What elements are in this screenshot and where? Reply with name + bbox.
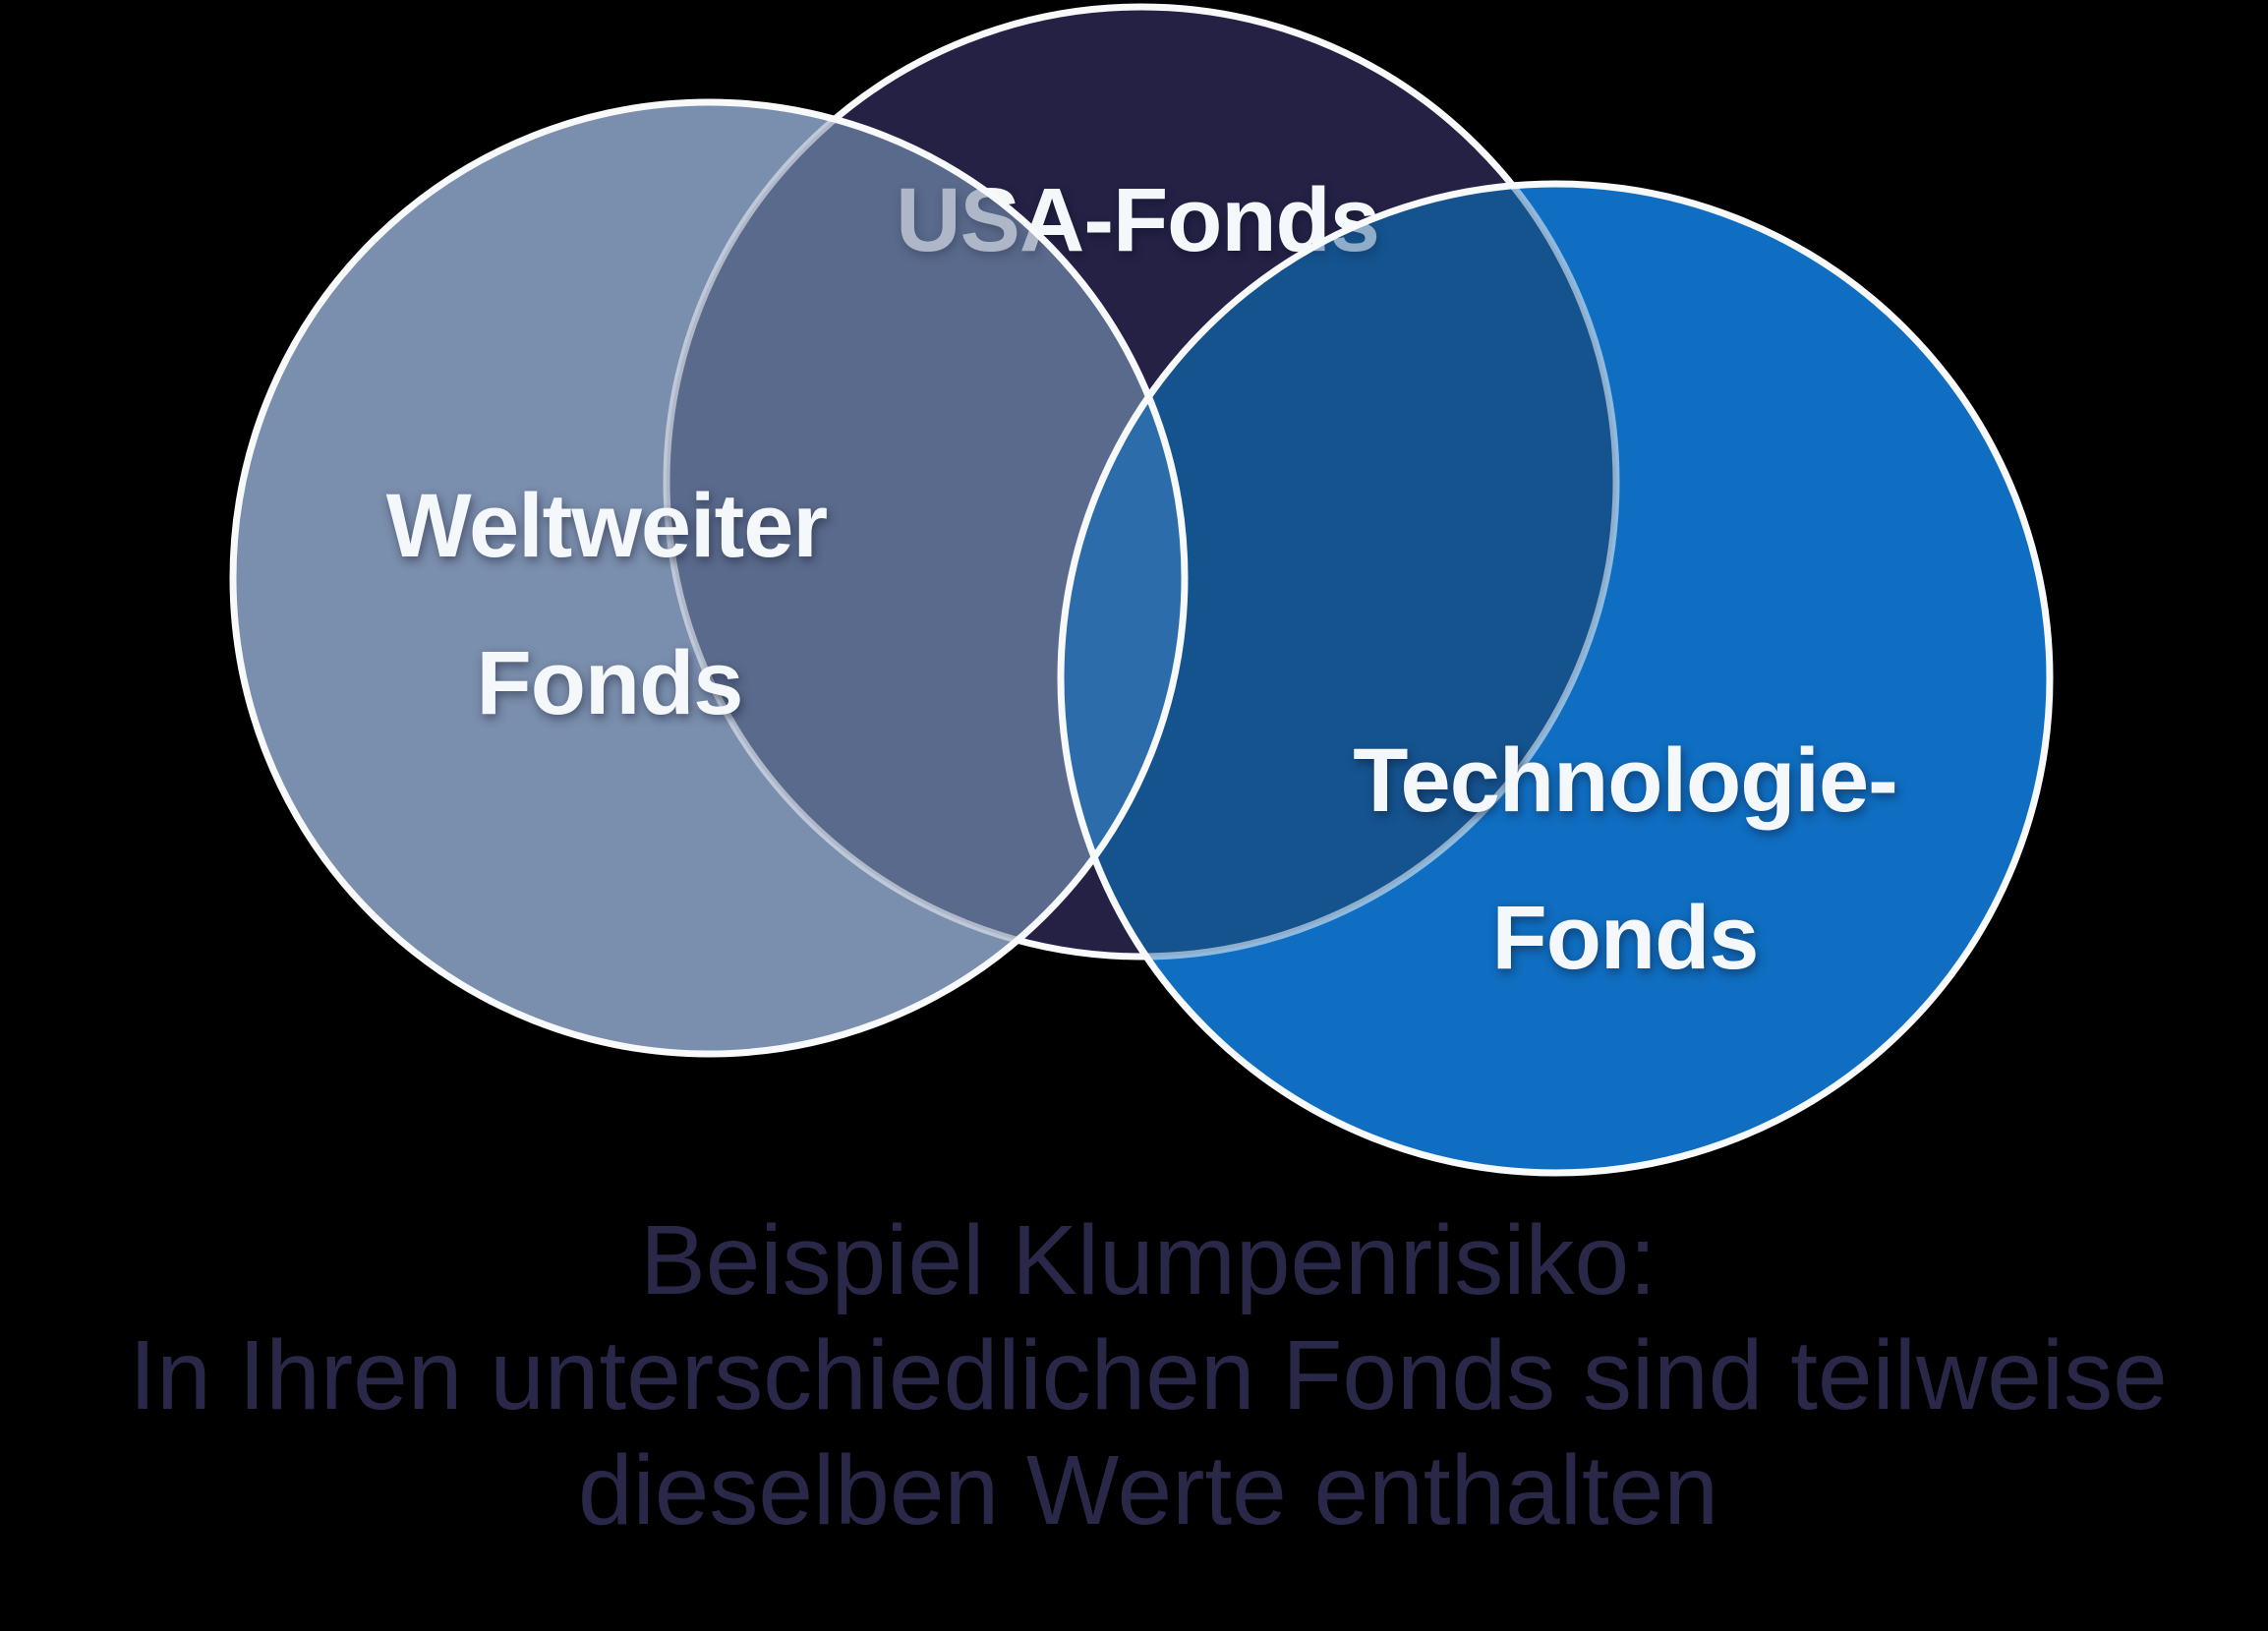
weltweiter-label-line1: Weltweiter bbox=[386, 476, 828, 576]
weltweiter-label-line2: Fonds bbox=[477, 633, 743, 733]
caption-line-3: dieselben Werte enthalten bbox=[578, 1435, 1718, 1545]
caption-line-1: Beispiel Klumpenrisiko: bbox=[640, 1205, 1657, 1315]
caption-line-2: In Ihren unterschiedlichen Fonds sind te… bbox=[129, 1320, 2167, 1430]
technologie-label-line2: Fonds bbox=[1492, 888, 1759, 988]
technologie-label-line1: Technologie- bbox=[1353, 730, 1897, 831]
